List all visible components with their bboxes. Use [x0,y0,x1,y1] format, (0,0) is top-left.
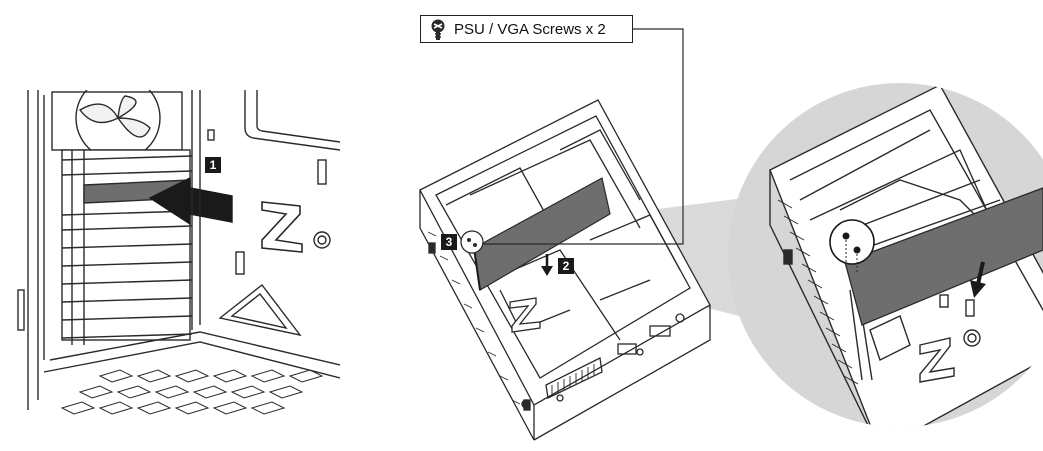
callout-label: PSU / VGA Screws x 2 [454,21,606,38]
down-arrow-icon [541,254,553,276]
screw-highlight-circle [460,230,484,254]
z-logo [261,201,303,253]
push-arrow-icon [148,176,233,226]
screw-callout-box: PSU / VGA Screws x 2 [420,15,633,43]
step-2-badge: 2 [558,258,574,274]
fan-icon [51,90,183,161]
callout-leader [483,28,684,245]
zoom-screw-highlight-circle [829,219,875,265]
screw-icon [431,19,445,40]
step-3-badge: 3 [441,234,457,250]
zoom-screw-icon [842,232,861,254]
case-side-view [419,99,711,441]
zoom-down-arrow-icon [970,261,986,298]
graphics-card-zoom [844,187,1043,326]
step-1-badge: 1 [205,157,221,173]
case-interior-view [17,90,340,415]
expansion-slots [61,149,193,345]
